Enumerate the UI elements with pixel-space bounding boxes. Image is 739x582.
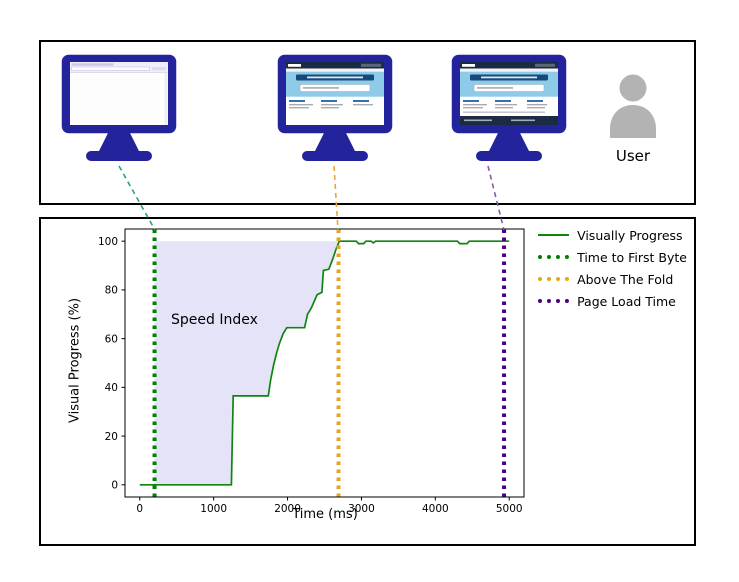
user-label: User — [615, 147, 651, 165]
monitor-above-the-fold — [277, 54, 393, 164]
x-tick-label: 5000 — [496, 503, 523, 515]
y-axis-label: Visual Progress (%) — [67, 297, 83, 424]
x-tick-label: 3000 — [348, 503, 375, 515]
y-tick-label: 100 — [98, 236, 118, 248]
x-tick-label: 0 — [136, 503, 143, 515]
monitor-base — [302, 151, 368, 161]
monitor-blank-page-icon — [61, 54, 177, 161]
legend-line-sample — [538, 234, 570, 236]
user-icon — [610, 74, 656, 138]
y-tick-label: 80 — [105, 285, 118, 297]
legend-line-sample — [538, 255, 570, 259]
user-figure: User — [597, 72, 669, 165]
x-tick-label: 1000 — [200, 503, 227, 515]
legend-label: Time to First Byte — [577, 249, 687, 265]
monitor-above-fold-icon — [277, 54, 393, 161]
legend-label: Above The Fold — [577, 271, 674, 287]
monitor-base — [476, 151, 542, 161]
y-tick-label: 0 — [111, 480, 118, 492]
monitor-first-byte — [61, 54, 177, 164]
legend-item-visual-progress: Visually Progress — [538, 227, 687, 243]
monitor-stand — [99, 133, 139, 151]
legend-item-page-load-time: Page Load Time — [538, 293, 687, 309]
monitors-panel: User — [39, 40, 696, 205]
legend-line-sample — [538, 299, 570, 303]
legend-item-above-the-fold: Above The Fold — [538, 271, 687, 287]
visual-progress-line — [139, 240, 510, 486]
plot-border — [124, 228, 525, 498]
chart-panel: 0 1000 2000 3000 4000 5000 0 20 40 60 80 100 Speed … — [39, 217, 696, 546]
y-tick-label: 20 — [105, 431, 118, 443]
monitor-stand — [315, 133, 355, 151]
monitor-loaded-icon — [451, 54, 567, 161]
legend-label: Visually Progress — [577, 227, 683, 243]
x-tick-label: 4000 — [422, 503, 449, 515]
legend-item-ttfb: Time to First Byte — [538, 249, 687, 265]
legend-line-sample — [538, 277, 570, 281]
monitor-page-loaded — [451, 54, 567, 164]
monitor-base — [86, 151, 152, 161]
speed-index-area — [154, 241, 339, 485]
legend-label: Page Load Time — [577, 293, 676, 309]
monitor-stand — [489, 133, 529, 151]
speed-index-label: Speed Index — [171, 312, 258, 328]
y-tick-label: 60 — [105, 333, 118, 345]
y-tick-label: 40 — [105, 382, 118, 394]
visual-progress-chart: 0 1000 2000 3000 4000 5000 0 20 40 60 80 100 — [98, 228, 525, 515]
x-axis-label: Time (ms) — [292, 507, 358, 522]
x-tick-label: 2000 — [274, 503, 301, 515]
chart-legend: Visually Progress Time to First Byte Abo… — [534, 225, 691, 311]
